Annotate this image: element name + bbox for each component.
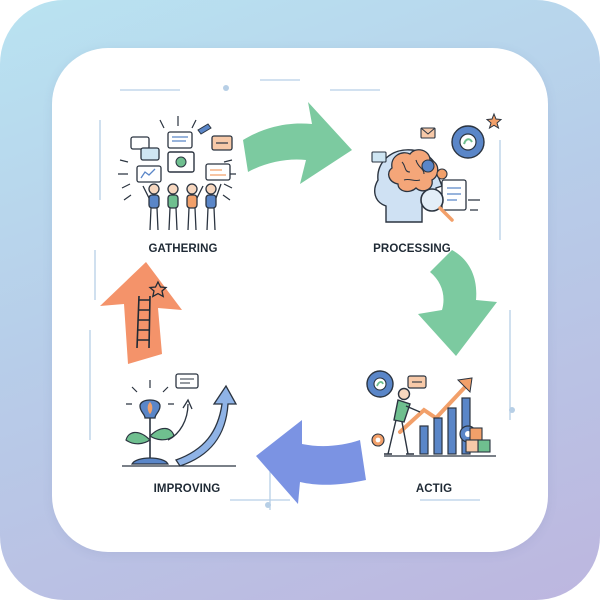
improving-illustration xyxy=(122,373,238,467)
stage-label-acting: ACTIG xyxy=(415,483,453,495)
document-icon xyxy=(167,131,193,149)
star-icon xyxy=(148,280,168,298)
team-people-icon xyxy=(142,183,222,231)
gear-icon xyxy=(371,433,385,447)
chat-bubble-icon xyxy=(140,147,160,161)
chat-bubble-icon xyxy=(175,373,199,389)
trend-arrow-icon xyxy=(398,384,468,434)
growth-arrow-icon xyxy=(174,384,238,467)
stage-label-gathering: GATHERING xyxy=(148,243,218,255)
chart-screen-icon xyxy=(136,165,162,183)
arrow-gathering-to-processing xyxy=(243,102,352,184)
burst-lines-icon xyxy=(118,116,236,201)
microphone-icon xyxy=(197,123,212,135)
lightbulb-rays-icon xyxy=(126,380,174,405)
gathering-illustration xyxy=(118,116,236,231)
arrow-improving-to-gathering xyxy=(100,262,182,364)
boxes-icon xyxy=(465,427,491,453)
soil-mound-icon xyxy=(131,457,169,465)
arrow-processing-to-acting xyxy=(418,250,497,356)
gear-icon xyxy=(451,125,485,159)
gear-icon xyxy=(421,159,448,180)
star-icon xyxy=(485,112,503,130)
stage-label-improving: IMPROVING xyxy=(153,483,221,495)
curved-arrow-icon xyxy=(167,403,189,441)
document-icon xyxy=(441,179,467,211)
gear-icon xyxy=(366,370,394,398)
stage-label-processing: PROCESSING xyxy=(373,243,451,255)
chart-screen-icon xyxy=(371,151,387,163)
decorative-dots xyxy=(223,85,515,508)
person-pushing-icon xyxy=(384,387,421,455)
magnifier-icon xyxy=(420,188,444,212)
chart-screen-icon xyxy=(205,163,231,181)
ladder-icon xyxy=(136,295,151,349)
acting-illustration xyxy=(366,370,496,457)
leaf-icon xyxy=(125,431,151,445)
arrow-acting-to-improving xyxy=(256,420,366,504)
processing-illustration xyxy=(371,112,503,223)
chat-bubble-icon xyxy=(130,136,150,150)
